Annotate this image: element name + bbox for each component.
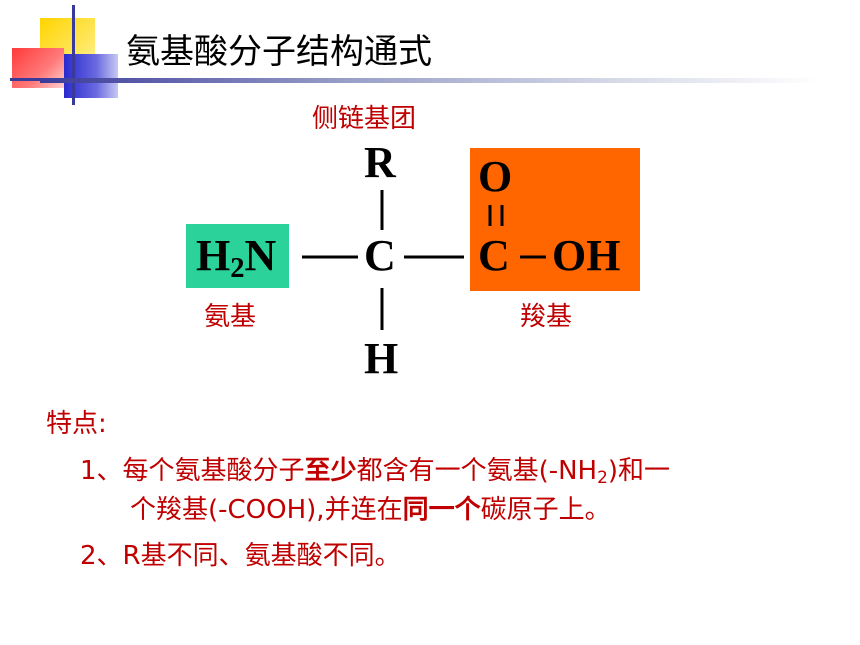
note-item-1-line-1: 1、每个氨基酸分子至少都含有一个氨基(-NH2)和一 xyxy=(80,456,670,488)
amino-label: 氨基 xyxy=(204,302,257,332)
deco-vertical-line xyxy=(72,5,75,105)
hydroxyl: OH xyxy=(552,231,621,280)
emphasis-at-least: 至少 xyxy=(304,456,357,486)
note-item-1-line-2: 个羧基(-COOH),并连在同一个碳原子上。 xyxy=(130,495,611,525)
r-group: R xyxy=(364,138,396,187)
notes-heading: 特点: xyxy=(46,409,107,439)
amino-n: N xyxy=(244,231,277,280)
amino-subscript: 2 xyxy=(230,253,245,285)
carbonyl-oxygen: O xyxy=(478,152,513,201)
corner-decoration xyxy=(0,0,130,110)
amino-group-box xyxy=(186,224,289,288)
carboxyl-group-box xyxy=(470,148,640,291)
hydrogen-atom: H xyxy=(364,334,399,383)
side-chain-label: 侧链基团 xyxy=(312,104,417,134)
slide-title: 氨基酸分子结构通式 xyxy=(126,32,432,72)
alpha-carbon: C xyxy=(364,231,396,280)
deco-horizontal-line xyxy=(10,78,40,81)
emphasis-same-one: 同一个 xyxy=(402,495,481,525)
amino-h: H xyxy=(196,231,231,280)
carboxyl-carbon: C xyxy=(478,231,510,280)
title-rule xyxy=(40,78,820,83)
carboxyl-label: 羧基 xyxy=(520,302,573,332)
note-item-2: 2、R基不同、氨基酸不同。 xyxy=(80,541,401,571)
amino-formula: H2N xyxy=(196,231,276,294)
